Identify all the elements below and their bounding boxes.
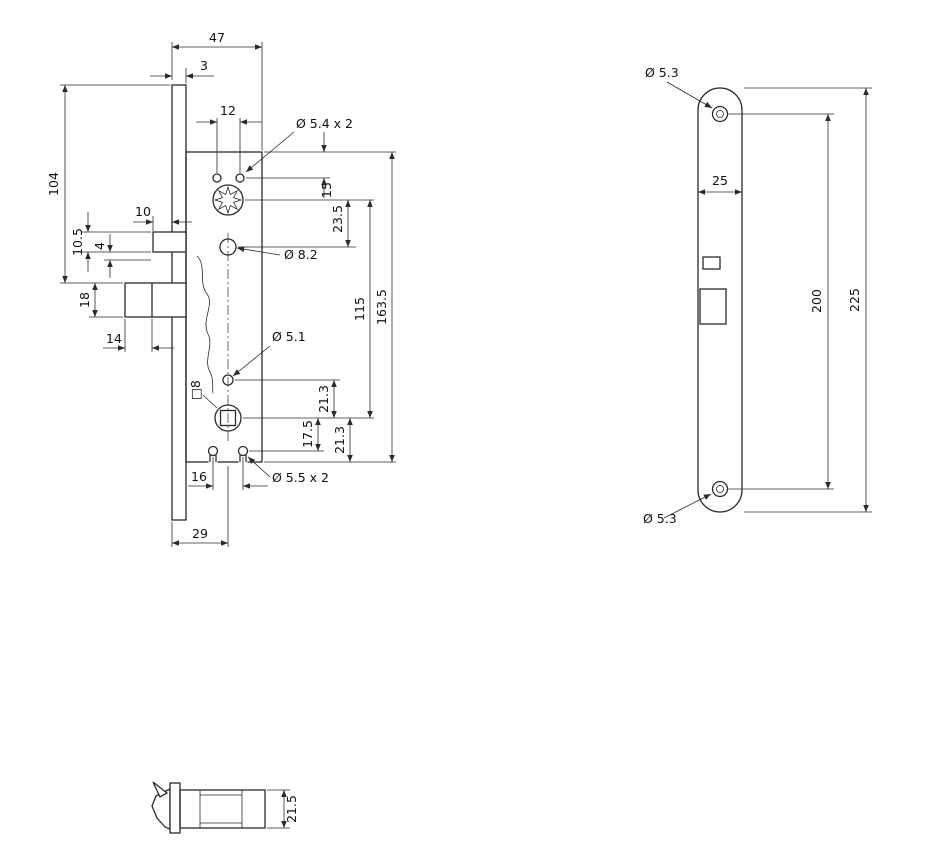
faceplate-view: Ø 5.3 25 200 225 Ø 5.3 bbox=[643, 65, 872, 526]
dim-29-label: 29 bbox=[192, 526, 208, 541]
dim-104-label: 104 bbox=[46, 172, 61, 196]
dim-4-label: 4 bbox=[92, 242, 107, 250]
hole-5-1-label: Ø 5.1 bbox=[272, 329, 306, 344]
dim-21-3-upper-label: 21.3 bbox=[316, 385, 331, 413]
hole-5-1 bbox=[222, 374, 234, 386]
latch-body-outline bbox=[179, 789, 266, 829]
cylinder-hole bbox=[212, 184, 244, 216]
lock-case-outline bbox=[185, 151, 263, 463]
dim-14-label: 14 bbox=[106, 331, 122, 346]
bottom-screw-hole-left bbox=[207, 445, 219, 457]
faceplate-top-screw-hole bbox=[711, 105, 729, 123]
faceplate-bottom-screw-hole bbox=[711, 480, 729, 498]
top-screw-hole-right bbox=[235, 173, 245, 183]
auxiliary-window bbox=[702, 256, 721, 270]
latch-body-details bbox=[199, 790, 243, 828]
latch-antithrust-spike bbox=[152, 781, 169, 798]
cylinder-profile bbox=[213, 185, 243, 215]
dimension-lines-left bbox=[62, 44, 395, 546]
dimension-lines-right bbox=[663, 81, 869, 519]
dim-23-5-label: 23.5 bbox=[330, 205, 345, 233]
faceplate-top-screw-label: Ø 5.3 bbox=[645, 65, 679, 80]
lock-body-view: 47 3 12 Ø 5.4 x 2 104 10 10.5 4 18 14 Ø … bbox=[46, 30, 396, 547]
dim-21-5-label: 21.5 bbox=[284, 795, 299, 823]
extension-lines-left bbox=[60, 42, 396, 547]
extension-lines-right bbox=[728, 87, 872, 513]
hole-5-4-label: Ø 5.4 x 2 bbox=[296, 116, 353, 131]
dim-10-5-label: 10.5 bbox=[70, 228, 85, 256]
dim-17-5-label: 17.5 bbox=[300, 420, 315, 448]
dim-16-label: 16 bbox=[191, 469, 207, 484]
dim-18-label: 18 bbox=[77, 292, 92, 308]
bottom-screw-hole-right bbox=[237, 445, 249, 457]
hole-5-5-label: Ø 5.5 x 2 bbox=[272, 470, 329, 485]
dim-21-3-lower-label: 21.3 bbox=[332, 426, 347, 454]
latch-bolt bbox=[124, 282, 187, 318]
latch-side-view: 21.5 bbox=[151, 781, 299, 834]
auxiliary-tab bbox=[152, 231, 187, 253]
dim-200-label: 200 bbox=[809, 289, 824, 313]
latch-window bbox=[699, 288, 727, 325]
top-screw-hole-left bbox=[212, 173, 222, 183]
faceplate-top-screw-hole-inner bbox=[716, 110, 724, 118]
mechanism-contour bbox=[196, 255, 214, 394]
dim-163-5-label: 163.5 bbox=[374, 289, 389, 325]
dim-10-label: 10 bbox=[135, 204, 151, 219]
dim-12-label: 12 bbox=[220, 103, 236, 118]
dim-15-label: 15 bbox=[319, 182, 334, 198]
dim-47-label: 47 bbox=[209, 30, 225, 45]
faceplate-bottom-screw-hole-inner bbox=[716, 485, 724, 493]
forend-cross-section bbox=[169, 782, 181, 834]
dim-25-label: 25 bbox=[712, 173, 728, 188]
dim-225-label: 225 bbox=[847, 288, 862, 312]
follower-square-hole bbox=[219, 409, 237, 427]
follower-hub bbox=[214, 404, 242, 432]
dim-115-label: 115 bbox=[352, 297, 367, 321]
hole-8-2 bbox=[219, 238, 237, 256]
bottom-notches bbox=[209, 455, 247, 462]
faceplate-outline bbox=[697, 87, 743, 513]
dim-3-label: 3 bbox=[200, 58, 208, 73]
follower-square-label: □8 bbox=[188, 380, 203, 400]
hole-8-2-label: Ø 8.2 bbox=[284, 247, 318, 262]
faceplate-bottom-screw-label: Ø 5.3 bbox=[643, 511, 677, 526]
